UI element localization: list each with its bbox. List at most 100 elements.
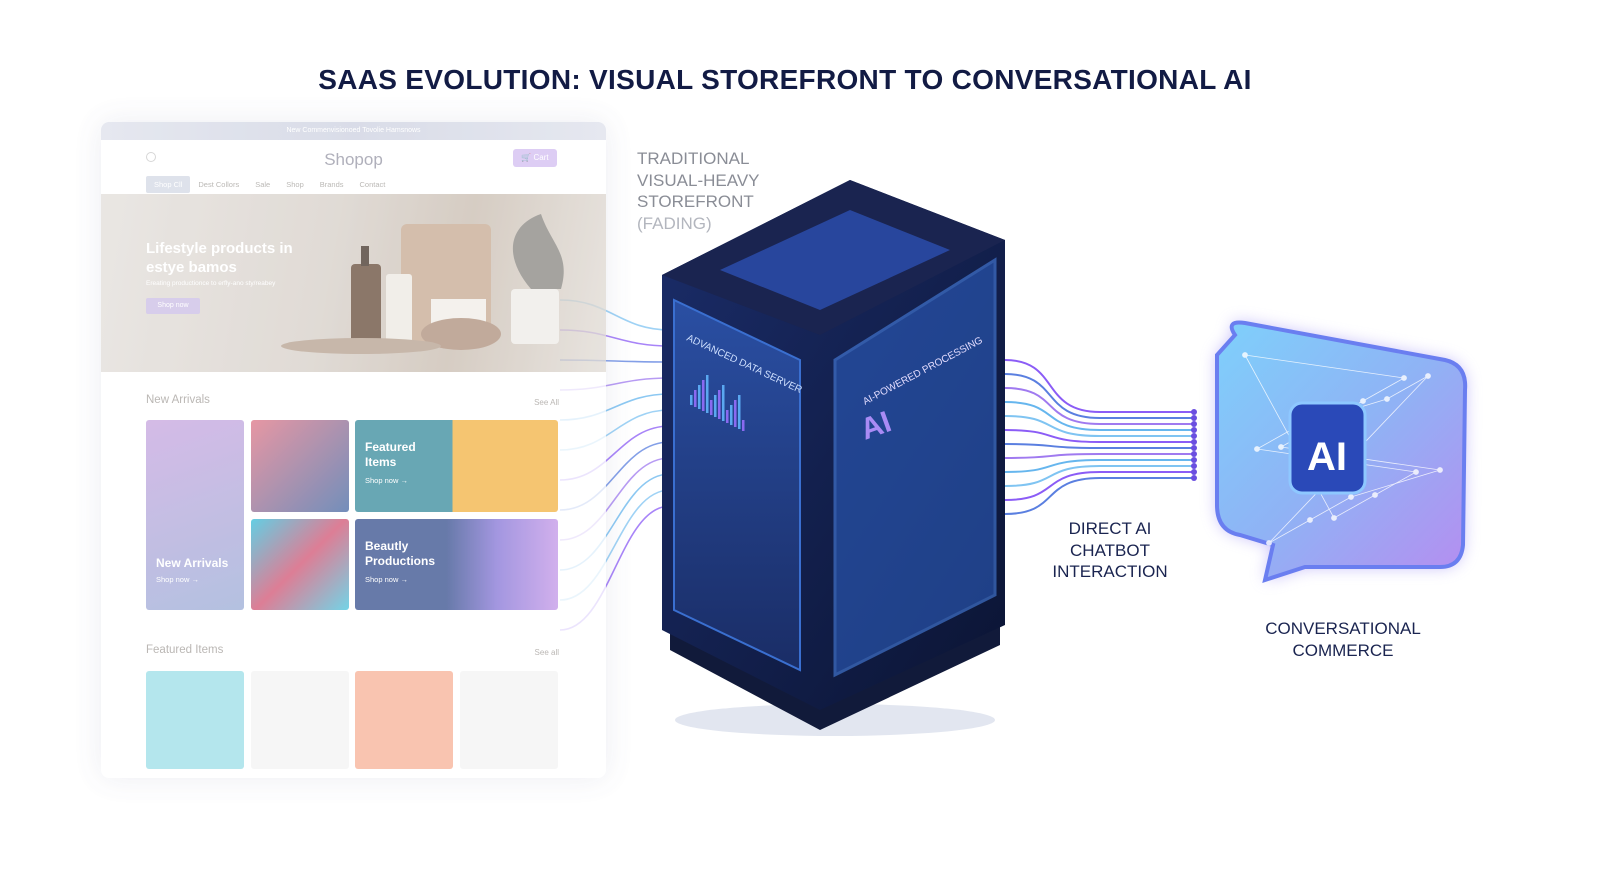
page-title: SAAS EVOLUTION: VISUAL STOREFRONT TO CON… xyxy=(318,64,1252,95)
network-node xyxy=(1266,540,1272,546)
chart-bar xyxy=(690,395,693,405)
flow-node xyxy=(1191,433,1197,439)
tile-title: Beautly Productions xyxy=(365,539,436,568)
label-line: STOREFRONT xyxy=(637,192,754,211)
label-line: INTERACTION xyxy=(1052,562,1168,581)
hero-subtext: Ereating productionce to erfly-ano sty/r… xyxy=(146,280,276,287)
flow-node xyxy=(1191,463,1197,469)
network-edge xyxy=(1268,519,1311,544)
label-line: (FADING) xyxy=(637,213,712,233)
new-arrivals-heading: New Arrivals xyxy=(146,394,210,406)
network-node xyxy=(1278,444,1284,450)
flow-line xyxy=(1004,443,1192,449)
network-edge xyxy=(1333,494,1376,519)
label-line: COMMERCE xyxy=(1292,640,1394,660)
flow-line xyxy=(1004,453,1192,459)
flow-line xyxy=(1004,471,1192,501)
ai-chat-bubble-icon: AI xyxy=(1215,320,1468,583)
flow-line xyxy=(1004,387,1192,425)
chart-bar xyxy=(738,395,741,429)
new-arrivals-tile[interactable]: New Arrivals Shop now → xyxy=(146,420,244,610)
network-node xyxy=(1307,517,1313,523)
beauty-productions-tile[interactable]: Beautly Productions Shop now → xyxy=(355,519,558,610)
chart-bar xyxy=(730,405,733,425)
flow-node xyxy=(1191,451,1197,457)
product-card[interactable] xyxy=(146,671,244,769)
network-node xyxy=(1437,467,1443,473)
flow-node xyxy=(1191,469,1197,475)
chart-bar xyxy=(702,380,705,411)
tile-title: New Arrivals xyxy=(156,556,229,570)
chart-bar xyxy=(710,400,713,415)
flow-node xyxy=(1191,439,1197,445)
flow-node xyxy=(1191,421,1197,427)
product-card[interactable] xyxy=(251,671,349,769)
flow-node xyxy=(1191,475,1197,481)
nav-item[interactable]: Shop xyxy=(286,180,304,189)
network-edge xyxy=(1350,469,1441,498)
label-line: VISUAL-HEAVY xyxy=(637,170,760,190)
network-node xyxy=(1331,515,1337,521)
tile-cta[interactable]: Shop now → xyxy=(156,575,199,584)
flow-node xyxy=(1191,445,1197,451)
network-node xyxy=(1401,375,1407,381)
label-line: CONVERSATIONAL xyxy=(1265,619,1421,638)
product-photo-tile[interactable] xyxy=(251,519,349,610)
chart-bar xyxy=(722,385,725,421)
network-node xyxy=(1254,446,1260,452)
network-node xyxy=(1384,396,1390,402)
flow-node xyxy=(1191,415,1197,421)
chart-bar xyxy=(706,375,709,413)
promo-banner: New Commenvisionoed Tovolie Hamsnows xyxy=(101,122,606,140)
chart-bar xyxy=(734,400,737,427)
see-all-link[interactable]: See All xyxy=(534,398,559,407)
model-photo-tile[interactable] xyxy=(251,420,349,512)
network-edge xyxy=(1309,496,1352,521)
nav-item[interactable]: Sale xyxy=(255,180,271,189)
network-edge xyxy=(1362,377,1405,402)
featured-items-tile[interactable]: Featured Items Shop now → xyxy=(355,420,558,512)
label-line: CHATBOT xyxy=(1070,540,1150,560)
tile-cta[interactable]: Shop now → xyxy=(365,476,408,485)
flow-line xyxy=(1004,415,1192,437)
network-node xyxy=(1360,398,1366,404)
network-node xyxy=(1413,469,1419,475)
flow-line xyxy=(1004,459,1192,473)
storefront-label: TRADITIONAL VISUAL-HEAVY STOREFRONT (FAD… xyxy=(637,148,760,234)
chart-bar xyxy=(726,410,729,423)
network-edge xyxy=(1244,354,1405,379)
hero-headline: Lifestyle products in estye bamos xyxy=(146,240,293,276)
flow-line xyxy=(1004,359,1192,413)
label-line: TRADITIONAL xyxy=(637,149,750,168)
search-icon[interactable] xyxy=(146,152,156,162)
chart-bar xyxy=(698,385,701,409)
network-edge xyxy=(1386,375,1429,400)
flow-node xyxy=(1191,457,1197,463)
nav-item[interactable]: Dest Collors xyxy=(198,180,240,189)
flow-line xyxy=(1004,465,1192,487)
chatbot-label: DIRECT AI CHATBOT INTERACTION xyxy=(1040,518,1180,583)
store-nav: Shop Cll Dest Collors Sale Shop Brands C… xyxy=(146,176,393,193)
flow-node xyxy=(1191,427,1197,433)
flow-node xyxy=(1191,409,1197,415)
hero-banner: Lifestyle products in estye bamos Ereati… xyxy=(101,194,606,372)
nav-item[interactable]: Shop Cll xyxy=(146,176,191,193)
see-all-link[interactable]: See all xyxy=(534,648,559,657)
network-node xyxy=(1372,492,1378,498)
nav-item[interactable]: Contact xyxy=(359,180,386,189)
chart-bar xyxy=(742,420,745,431)
store-logo: Shopop xyxy=(324,150,383,169)
chat-bubble-ai-text: AI xyxy=(1307,435,1347,479)
hero-shop-now-button[interactable]: Shop now xyxy=(146,298,200,314)
nav-item[interactable]: Brands xyxy=(319,180,344,189)
chart-bar xyxy=(714,395,717,417)
product-card[interactable] xyxy=(460,671,558,769)
cart-button[interactable]: 🛒 Cart xyxy=(513,149,557,167)
flow-line xyxy=(1004,401,1192,431)
storefront-mockup: New Commenvisionoed Tovolie Hamsnows Sho… xyxy=(101,122,606,778)
tile-cta[interactable]: Shop now → xyxy=(365,575,408,584)
cart-label: Cart xyxy=(533,153,549,162)
product-card[interactable] xyxy=(355,671,453,769)
network-node xyxy=(1425,373,1431,379)
commerce-label: CONVERSATIONAL COMMERCE xyxy=(1243,618,1443,661)
